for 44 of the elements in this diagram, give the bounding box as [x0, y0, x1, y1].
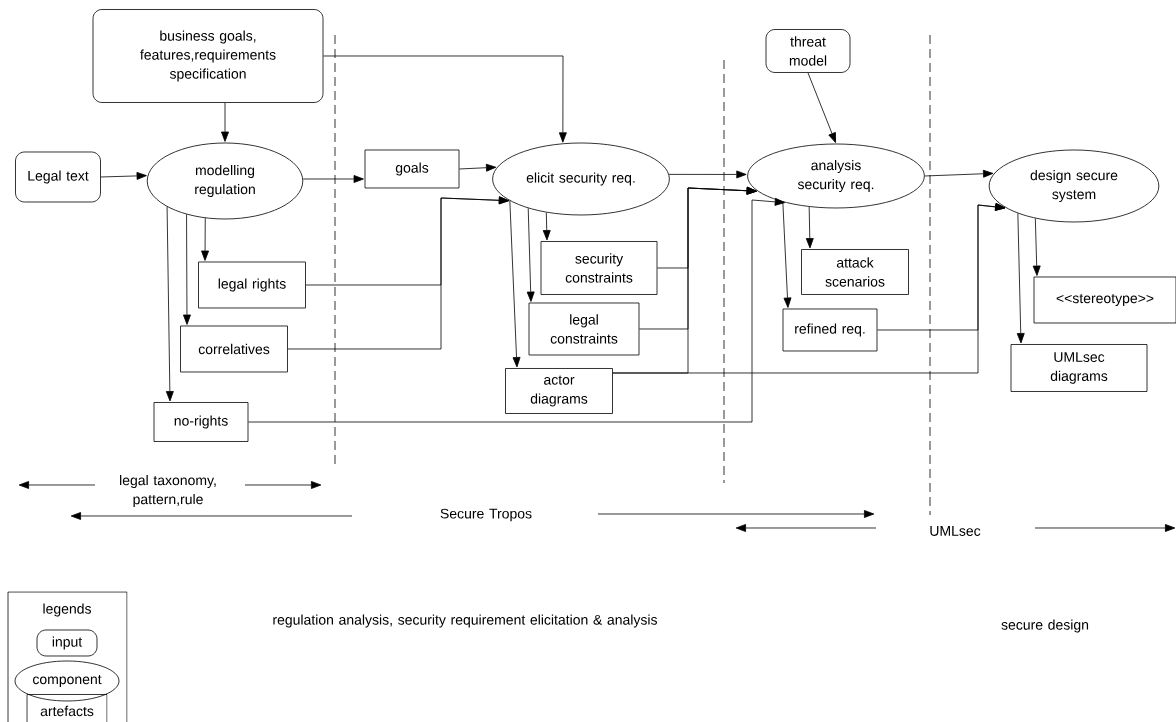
artefact-box: actor diagrams — [505, 368, 613, 414]
arrow — [877, 203, 1006, 331]
phase-label: secure design — [1001, 619, 1089, 633]
arrow — [924, 169, 994, 178]
arrow — [221, 102, 229, 142]
phase-label: UMLsec — [930, 526, 981, 536]
arrow — [100, 172, 147, 180]
arrow — [668, 170, 747, 179]
arrow — [805, 206, 814, 249]
arrow — [526, 207, 535, 302]
arrow — [201, 217, 209, 261]
input-box: threat model — [765, 29, 851, 73]
legend-item: artefacts — [26, 694, 108, 722]
legend-item: input — [36, 629, 98, 657]
arrow — [1032, 218, 1041, 276]
input-box: business goals, features,requirements specification — [92, 9, 324, 103]
artefact-box: correlatives — [180, 325, 288, 373]
artefact-box: UMLsec diagrams — [1010, 344, 1148, 392]
arrow — [782, 201, 792, 308]
arrow — [323, 55, 567, 143]
arrow — [509, 200, 521, 368]
arrow — [248, 197, 785, 423]
arrow — [542, 212, 551, 241]
arrow — [287, 196, 510, 350]
artefact-box: <<stereotype>> — [1033, 276, 1176, 324]
arrow — [183, 214, 191, 325]
input-box: Legal text — [15, 151, 101, 203]
artefact-box: no-rights — [153, 402, 249, 442]
arrow — [165, 206, 174, 402]
phase-label: Secure Tropos — [440, 508, 532, 522]
phase-label: regulation analysis, security requirement elicitation & analysis — [273, 614, 657, 628]
artefact-box: security constraints — [540, 241, 658, 295]
artefact-box: legal constraints — [528, 302, 640, 356]
artefact-box: refined req. — [782, 308, 878, 352]
artefact-box: attack scenarios — [801, 249, 909, 295]
legend-item: component — [14, 660, 120, 702]
arrow — [459, 163, 497, 172]
arrow — [302, 175, 364, 183]
arrow — [1016, 213, 1025, 344]
arrow — [807, 72, 836, 143]
phase-label: legal taxonomy, pattern,rule — [120, 474, 216, 507]
artefact-box: legal rights — [198, 261, 306, 309]
artefact-box: goals — [364, 149, 460, 189]
legend-title: legends — [43, 603, 91, 617]
